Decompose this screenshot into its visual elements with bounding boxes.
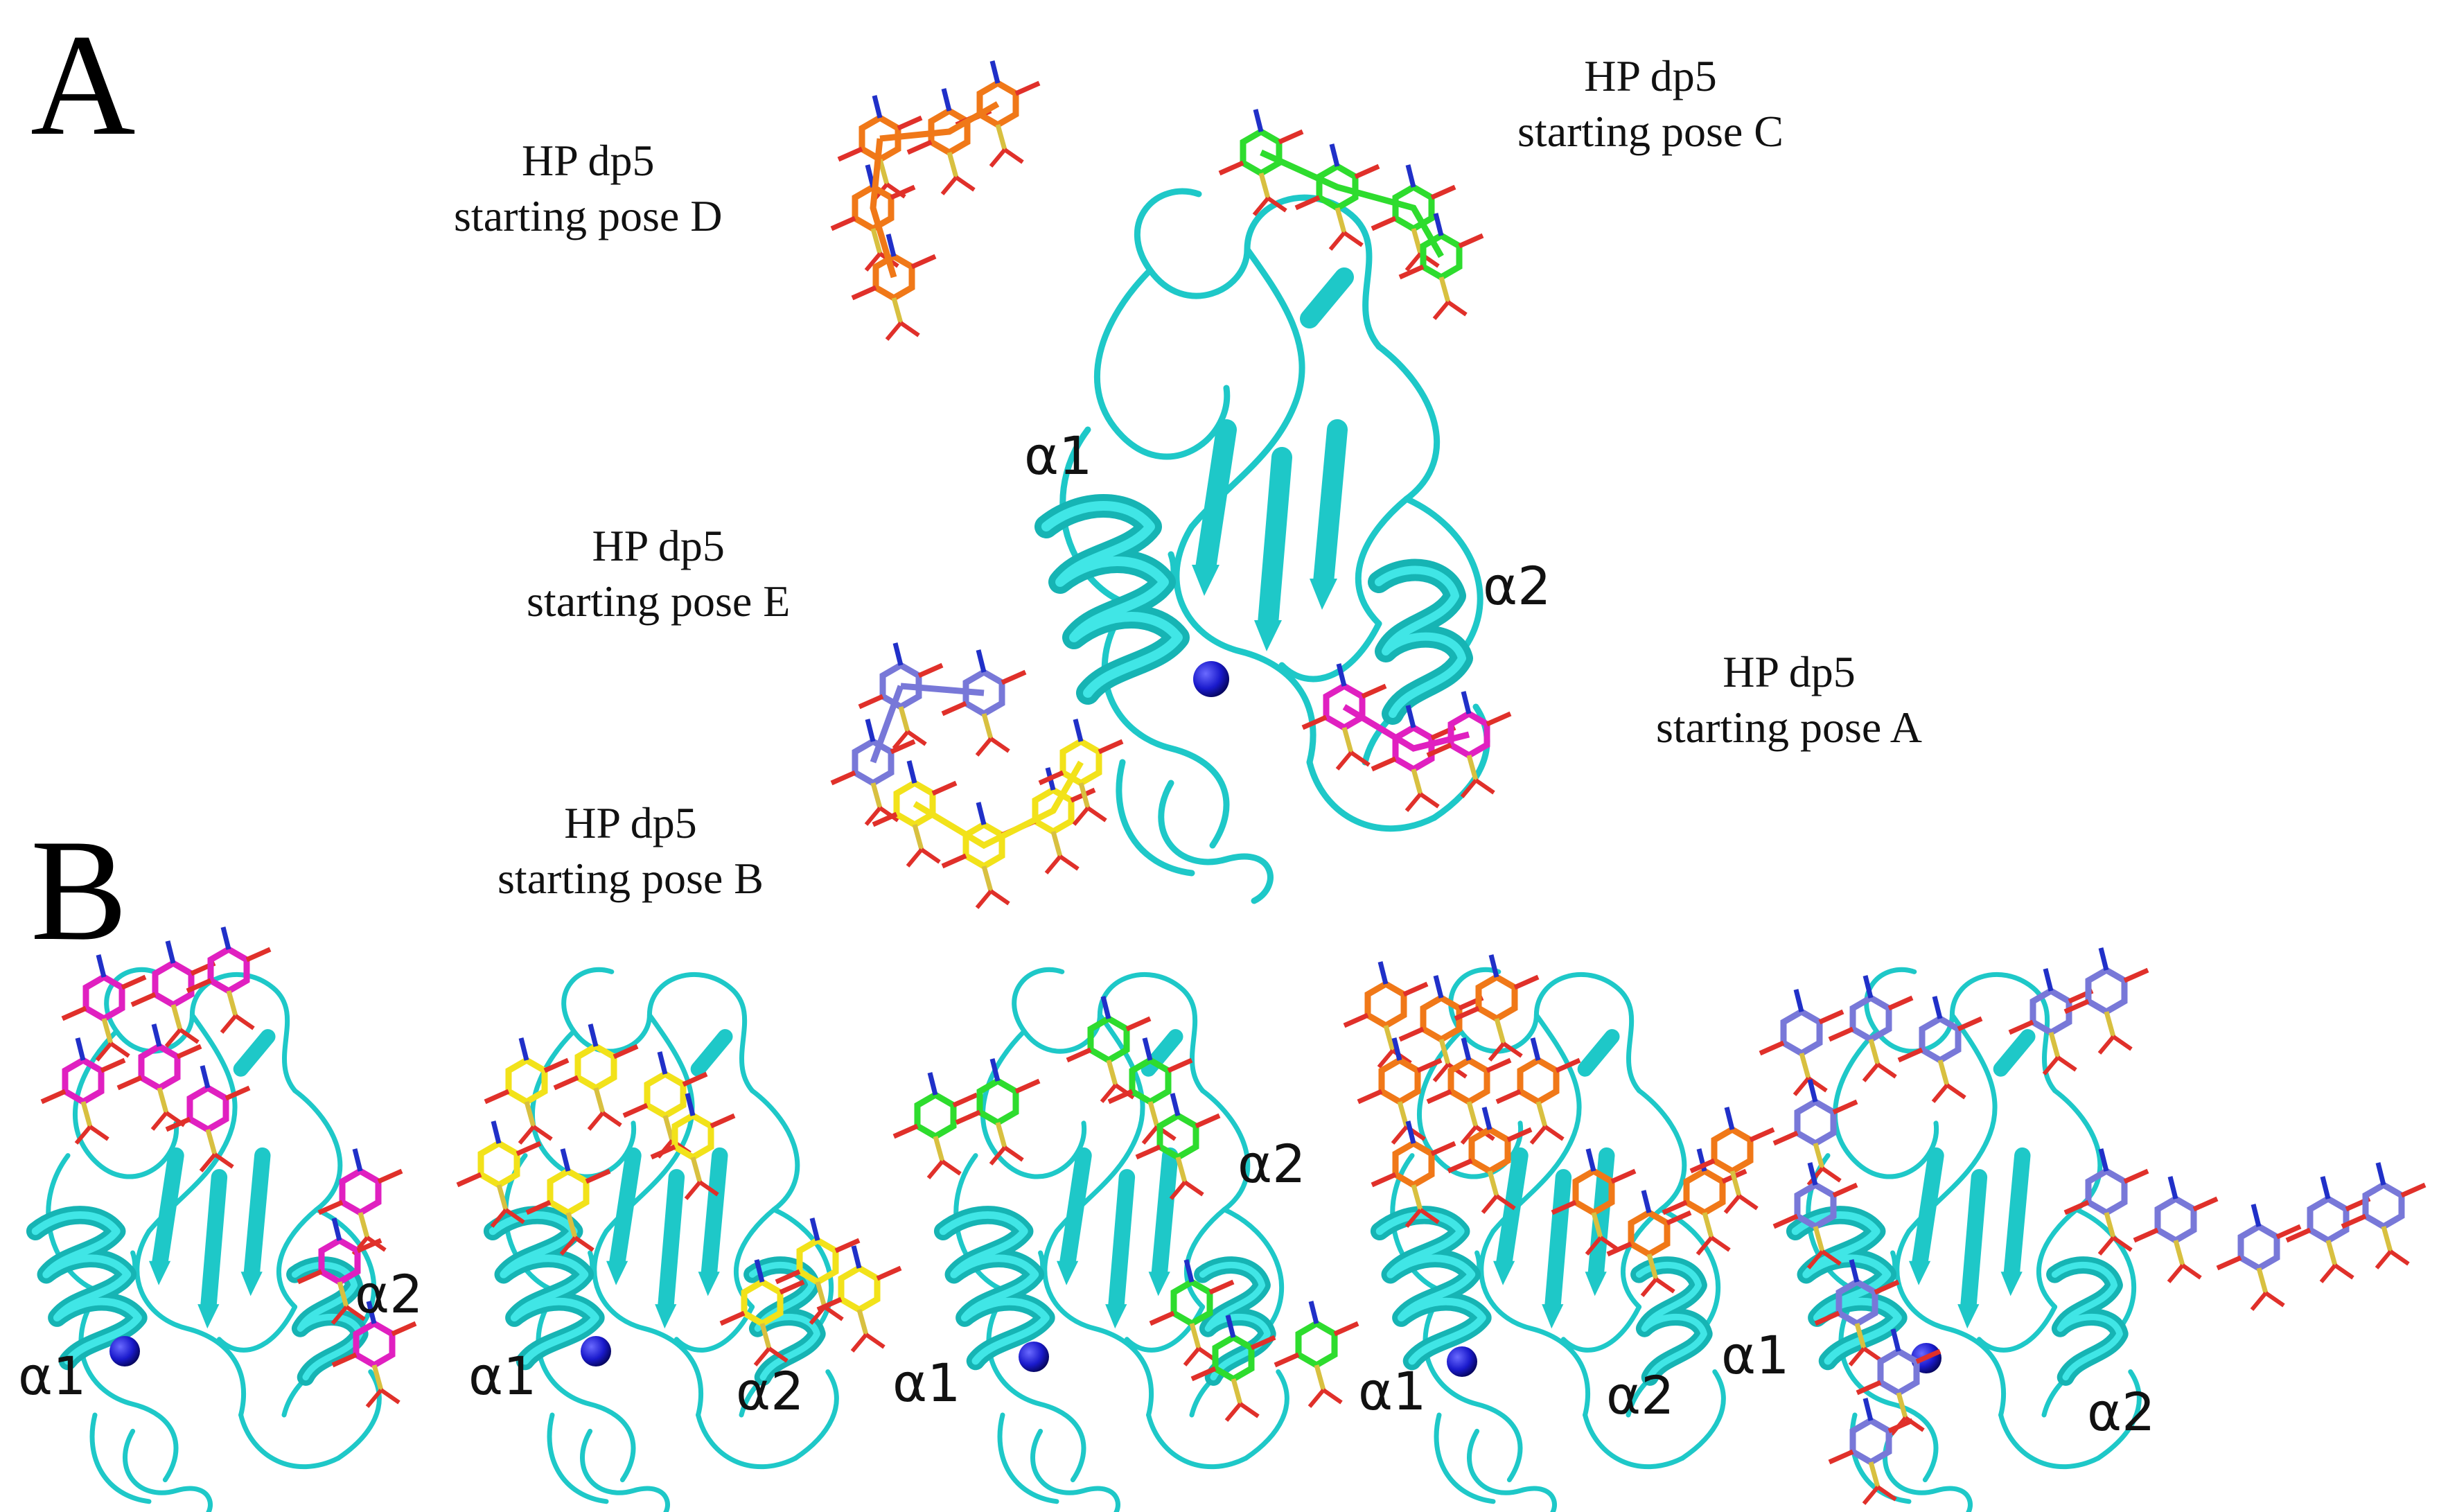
pose-label-e: HP dp5 starting pose E	[527, 518, 790, 629]
helix-label-b4-alpha1: α1	[1358, 1360, 1427, 1422]
helix-label-a-alpha1: α1	[1024, 425, 1093, 486]
helix-label-b2-alpha1: α1	[468, 1345, 537, 1407]
panel-b-snapshot-4	[1380, 969, 1723, 1512]
panel-a-ion	[1193, 661, 1229, 697]
pose-b-ligand	[873, 719, 1122, 908]
pose-d-line1: HP dp5	[522, 136, 655, 185]
pose-d-line2: starting pose D	[454, 191, 723, 240]
panel-b-snapshot-2	[493, 969, 836, 1512]
helix-label-b5-alpha2: α2	[2087, 1381, 2156, 1443]
pose-c-line2: starting pose C	[1517, 107, 1784, 156]
helix-label-b3-alpha1: α1	[892, 1352, 961, 1414]
panel-b-snapshot-1	[35, 969, 379, 1512]
helix-label-b4-alpha2: α2	[1606, 1364, 1675, 1426]
helix-label-b3-alpha2: α2	[1238, 1133, 1306, 1195]
pose-a-ligand	[1303, 664, 1511, 811]
pose-label-d: HP dp5 starting pose D	[454, 133, 723, 244]
pose-c-ligand	[1219, 109, 1483, 319]
pose-label-a: HP dp5 starting pose A	[1656, 644, 1922, 755]
pose-e-ligand	[831, 643, 1025, 825]
helix-label-b2-alpha2: α2	[736, 1360, 804, 1422]
helix-label-b5-alpha1: α1	[1721, 1324, 1790, 1386]
pose-b-line2: starting pose B	[497, 854, 764, 903]
panel-label-a: A	[30, 5, 136, 166]
pose-d-ligand	[831, 61, 1039, 340]
pose-a-line1: HP dp5	[1723, 647, 1856, 696]
pose-e-line1: HP dp5	[592, 521, 725, 570]
panel-b-snapshot-3	[943, 969, 1287, 1512]
pose-label-b: HP dp5 starting pose B	[497, 795, 764, 906]
pose-b-line1: HP dp5	[564, 798, 697, 847]
helix-label-b1-alpha2: α2	[355, 1263, 423, 1325]
pose-label-c: HP dp5 starting pose C	[1517, 49, 1784, 159]
helix-label-a-alpha2: α2	[1483, 555, 1551, 617]
pose-e-line2: starting pose E	[527, 577, 791, 626]
pose-c-line1: HP dp5	[1584, 51, 1717, 100]
panel-label-b: B	[30, 810, 128, 971]
helix-label-b1-alpha1: α1	[18, 1345, 87, 1407]
pose-a-line2: starting pose A	[1656, 703, 1922, 752]
